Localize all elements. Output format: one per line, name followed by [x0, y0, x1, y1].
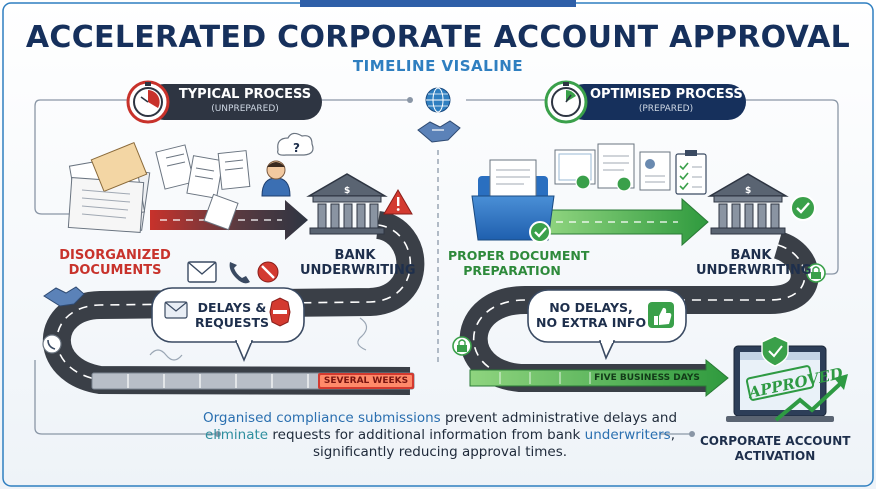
phone-icon	[229, 262, 250, 284]
typical-process-pill	[126, 80, 322, 124]
envelope-icon	[187, 261, 217, 283]
svg-text:$: $	[344, 186, 350, 196]
optimised-duration-label: FIVE BUSINESS DAYS	[594, 373, 700, 383]
optimised-process-pill	[544, 80, 746, 124]
optimised-heading: OPTIMISED PROCESS	[590, 87, 743, 102]
optimised-subheading: (PREPARED)	[638, 104, 694, 114]
optimised-duration-arrow	[469, 358, 729, 398]
optimised-bank-icon: $	[707, 173, 789, 235]
handshake-icon	[417, 120, 461, 143]
connector-bottom-left	[34, 360, 218, 435]
scattered-documents-icon	[155, 144, 251, 231]
typical-bubble-text: DELAYS &REQUESTS	[194, 300, 269, 330]
svg-text:?: ?	[293, 141, 300, 155]
certificates-icon	[554, 143, 707, 195]
approved-laptop-icon	[726, 335, 848, 422]
typical-bank-icon: $	[306, 173, 388, 235]
globe-icon	[425, 87, 451, 113]
svg-text:$: $	[745, 186, 751, 196]
no-entry-icon	[257, 261, 279, 283]
optimised-bubble-text: NO DELAYS,NO EXTRA INFO	[536, 300, 647, 330]
typical-duration-label: SEVERAL WEEKS	[323, 376, 409, 386]
optimised-bubble	[527, 289, 687, 361]
typical-road	[42, 211, 425, 395]
page-title: ACCELERATED CORPORATE ACCOUNT APPROVAL	[25, 20, 851, 55]
lock-icon-left	[452, 336, 472, 356]
typical-delays-bubble	[151, 287, 305, 363]
thumbs-up-icon	[648, 302, 674, 328]
typical-stopwatch-icon	[133, 82, 163, 117]
person-icon	[261, 160, 291, 197]
footer-summary: Organised compliance submissions prevent…	[202, 410, 678, 460]
connector-left	[34, 99, 132, 215]
warning-icon	[383, 189, 413, 215]
lock-icon-right	[806, 263, 826, 283]
question-cloud-icon: ?	[277, 132, 314, 156]
typical-heading: TYPICAL PROCESS	[178, 87, 312, 102]
top-accent-bar	[300, 0, 576, 7]
page-subtitle: TIMELINE VISALINE	[352, 57, 524, 75]
paper-stack-icon	[67, 141, 151, 233]
typical-subheading: (UNPREPARED)	[211, 104, 279, 114]
connector-right	[744, 99, 839, 275]
check-icon	[790, 195, 816, 221]
folder-icon	[471, 159, 555, 243]
typical-duration-bar	[91, 372, 415, 390]
handshake-icon-left	[43, 286, 85, 307]
optimised-stopwatch-icon	[551, 82, 581, 117]
optimised-road	[459, 231, 819, 392]
curly-arrow-icon	[149, 317, 368, 361]
phone-pin-icon	[42, 334, 62, 354]
